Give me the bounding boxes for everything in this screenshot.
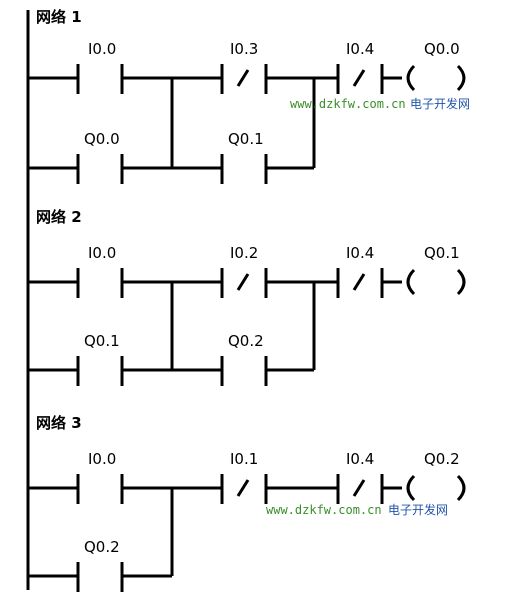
contact-label-stop: I0.3 xyxy=(230,40,258,58)
contact-label-interlock: I0.4 xyxy=(346,244,374,262)
coil-label: Q0.2 xyxy=(424,450,460,468)
contact-nc-interlock xyxy=(336,474,384,504)
network-3-title: 网络 3 xyxy=(36,414,82,432)
contact-label-hold: Q0.1 xyxy=(84,332,120,350)
contact-no-hold xyxy=(76,154,124,184)
watermark-site: 电子开发网 xyxy=(388,502,448,517)
contact-no-start xyxy=(76,474,124,504)
contact-nc-interlock xyxy=(336,268,384,298)
contact-label-interlock: I0.4 xyxy=(346,450,374,468)
contact-no-start xyxy=(76,268,124,298)
contact-nc-stop xyxy=(220,268,268,298)
contact-no-hold xyxy=(76,356,124,386)
coil-label: Q0.1 xyxy=(424,244,460,262)
contact-no-branch2 xyxy=(220,356,268,386)
coil-label: Q0.0 xyxy=(424,40,460,58)
contact-label-start: I0.0 xyxy=(88,40,116,58)
contact-label-interlock: I0.4 xyxy=(346,40,374,58)
contact-no-hold xyxy=(76,562,124,592)
contact-label-stop: I0.2 xyxy=(230,244,258,262)
contact-nc-stop xyxy=(220,64,268,94)
contact-label-stop: I0.1 xyxy=(230,450,258,468)
contact-label-hold: Q0.2 xyxy=(84,538,120,556)
watermark: www.dzkfw.com.cn 电子开发网 xyxy=(266,502,448,517)
watermark: www.dzkfw.com.cn 电子开发网 xyxy=(290,96,470,111)
network-2: 网络 2 I0.0 I0.2 I0.4 Q0.1 xyxy=(28,208,466,386)
contact-label-branch2: Q0.2 xyxy=(228,332,264,350)
contact-nc-interlock xyxy=(336,64,384,94)
contact-no-start xyxy=(76,64,124,94)
contact-label-start: I0.0 xyxy=(88,244,116,262)
network-1-title: 网络 1 xyxy=(36,8,82,26)
output-coil xyxy=(406,268,466,296)
network-2-title: 网络 2 xyxy=(36,208,82,226)
network-1: 网络 1 I0.0 I0.3 I0.4 Q0.0 xyxy=(28,8,470,184)
output-coil xyxy=(406,64,466,92)
contact-nc-stop xyxy=(220,474,268,504)
watermark-url: www.dzkfw.com.cn xyxy=(290,97,406,111)
contact-label-hold: Q0.0 xyxy=(84,130,120,148)
watermark-url: www.dzkfw.com.cn xyxy=(266,503,382,517)
output-coil xyxy=(406,474,466,502)
contact-label-branch2: Q0.1 xyxy=(228,130,264,148)
watermark-site: 电子开发网 xyxy=(410,96,470,111)
contact-label-start: I0.0 xyxy=(88,450,116,468)
contact-no-branch2 xyxy=(220,154,268,184)
network-3: 网络 3 I0.0 I0.1 I0.4 Q0.2 xyxy=(28,414,466,592)
